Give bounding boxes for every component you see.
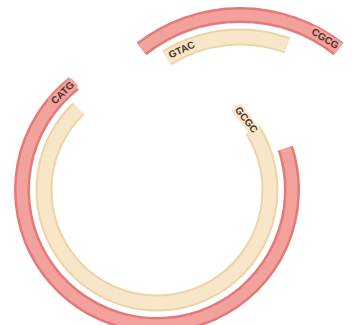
inner-strand: [44, 109, 270, 303]
sequence-label: GCGC: [231, 103, 261, 137]
outer-strand-fill: [22, 84, 292, 325]
inner-strand-fill: [44, 109, 270, 303]
outer-strand: [22, 84, 292, 325]
